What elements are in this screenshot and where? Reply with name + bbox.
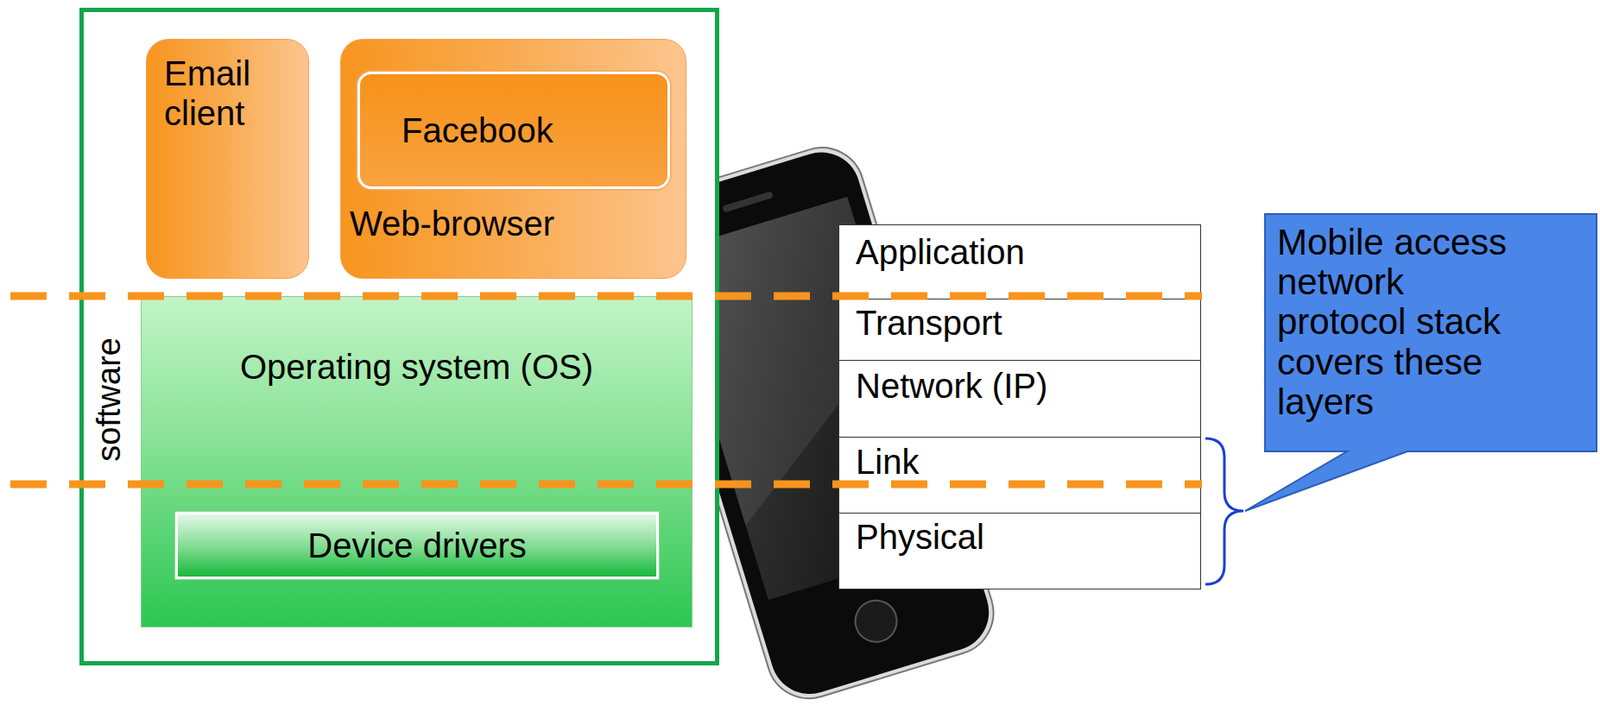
protocol-layer: Transport (838, 298, 1202, 361)
os-label: Operating system (OS) (141, 347, 692, 387)
protocol-layer: Link (838, 436, 1202, 514)
layer-label: Application (855, 232, 1025, 272)
phone-speaker (721, 190, 774, 213)
layer-label: Physical (855, 517, 985, 557)
protocol-layer: Application (838, 224, 1202, 300)
app-label: Facebook (401, 110, 554, 151)
layer-label: Network (IP) (855, 366, 1048, 406)
driver-label: Device drivers (177, 525, 657, 566)
web-app-box: Facebook (357, 71, 671, 190)
application-box: Web-browser Facebook (340, 38, 687, 279)
callout-shape (1245, 214, 1597, 512)
application-box: Email client (145, 38, 310, 279)
app-label: Web-browser (349, 203, 555, 244)
app-label: Email client (164, 53, 294, 133)
software-panel: software Email clientWeb-browser FacebookO… (79, 7, 720, 666)
callout-box: Mobile access network protocol stack cov… (1264, 214, 1597, 452)
protocol-layer: Physical (838, 512, 1202, 590)
layer-label: Transport (855, 303, 1003, 343)
driver-box: Device drivers (175, 512, 659, 580)
dashed-boundary (10, 480, 1202, 489)
dashed-boundary (10, 292, 1202, 301)
layer-label: Link (855, 442, 919, 482)
home-button (850, 595, 903, 648)
panel-label: software (90, 337, 129, 462)
protocol-layer: Network (IP) (838, 360, 1202, 438)
callout-text: Mobile access network protocol stack cov… (1277, 222, 1537, 423)
curly-bracket (1205, 438, 1244, 585)
os-box: Operating system (OS) Device drivers (140, 296, 693, 628)
